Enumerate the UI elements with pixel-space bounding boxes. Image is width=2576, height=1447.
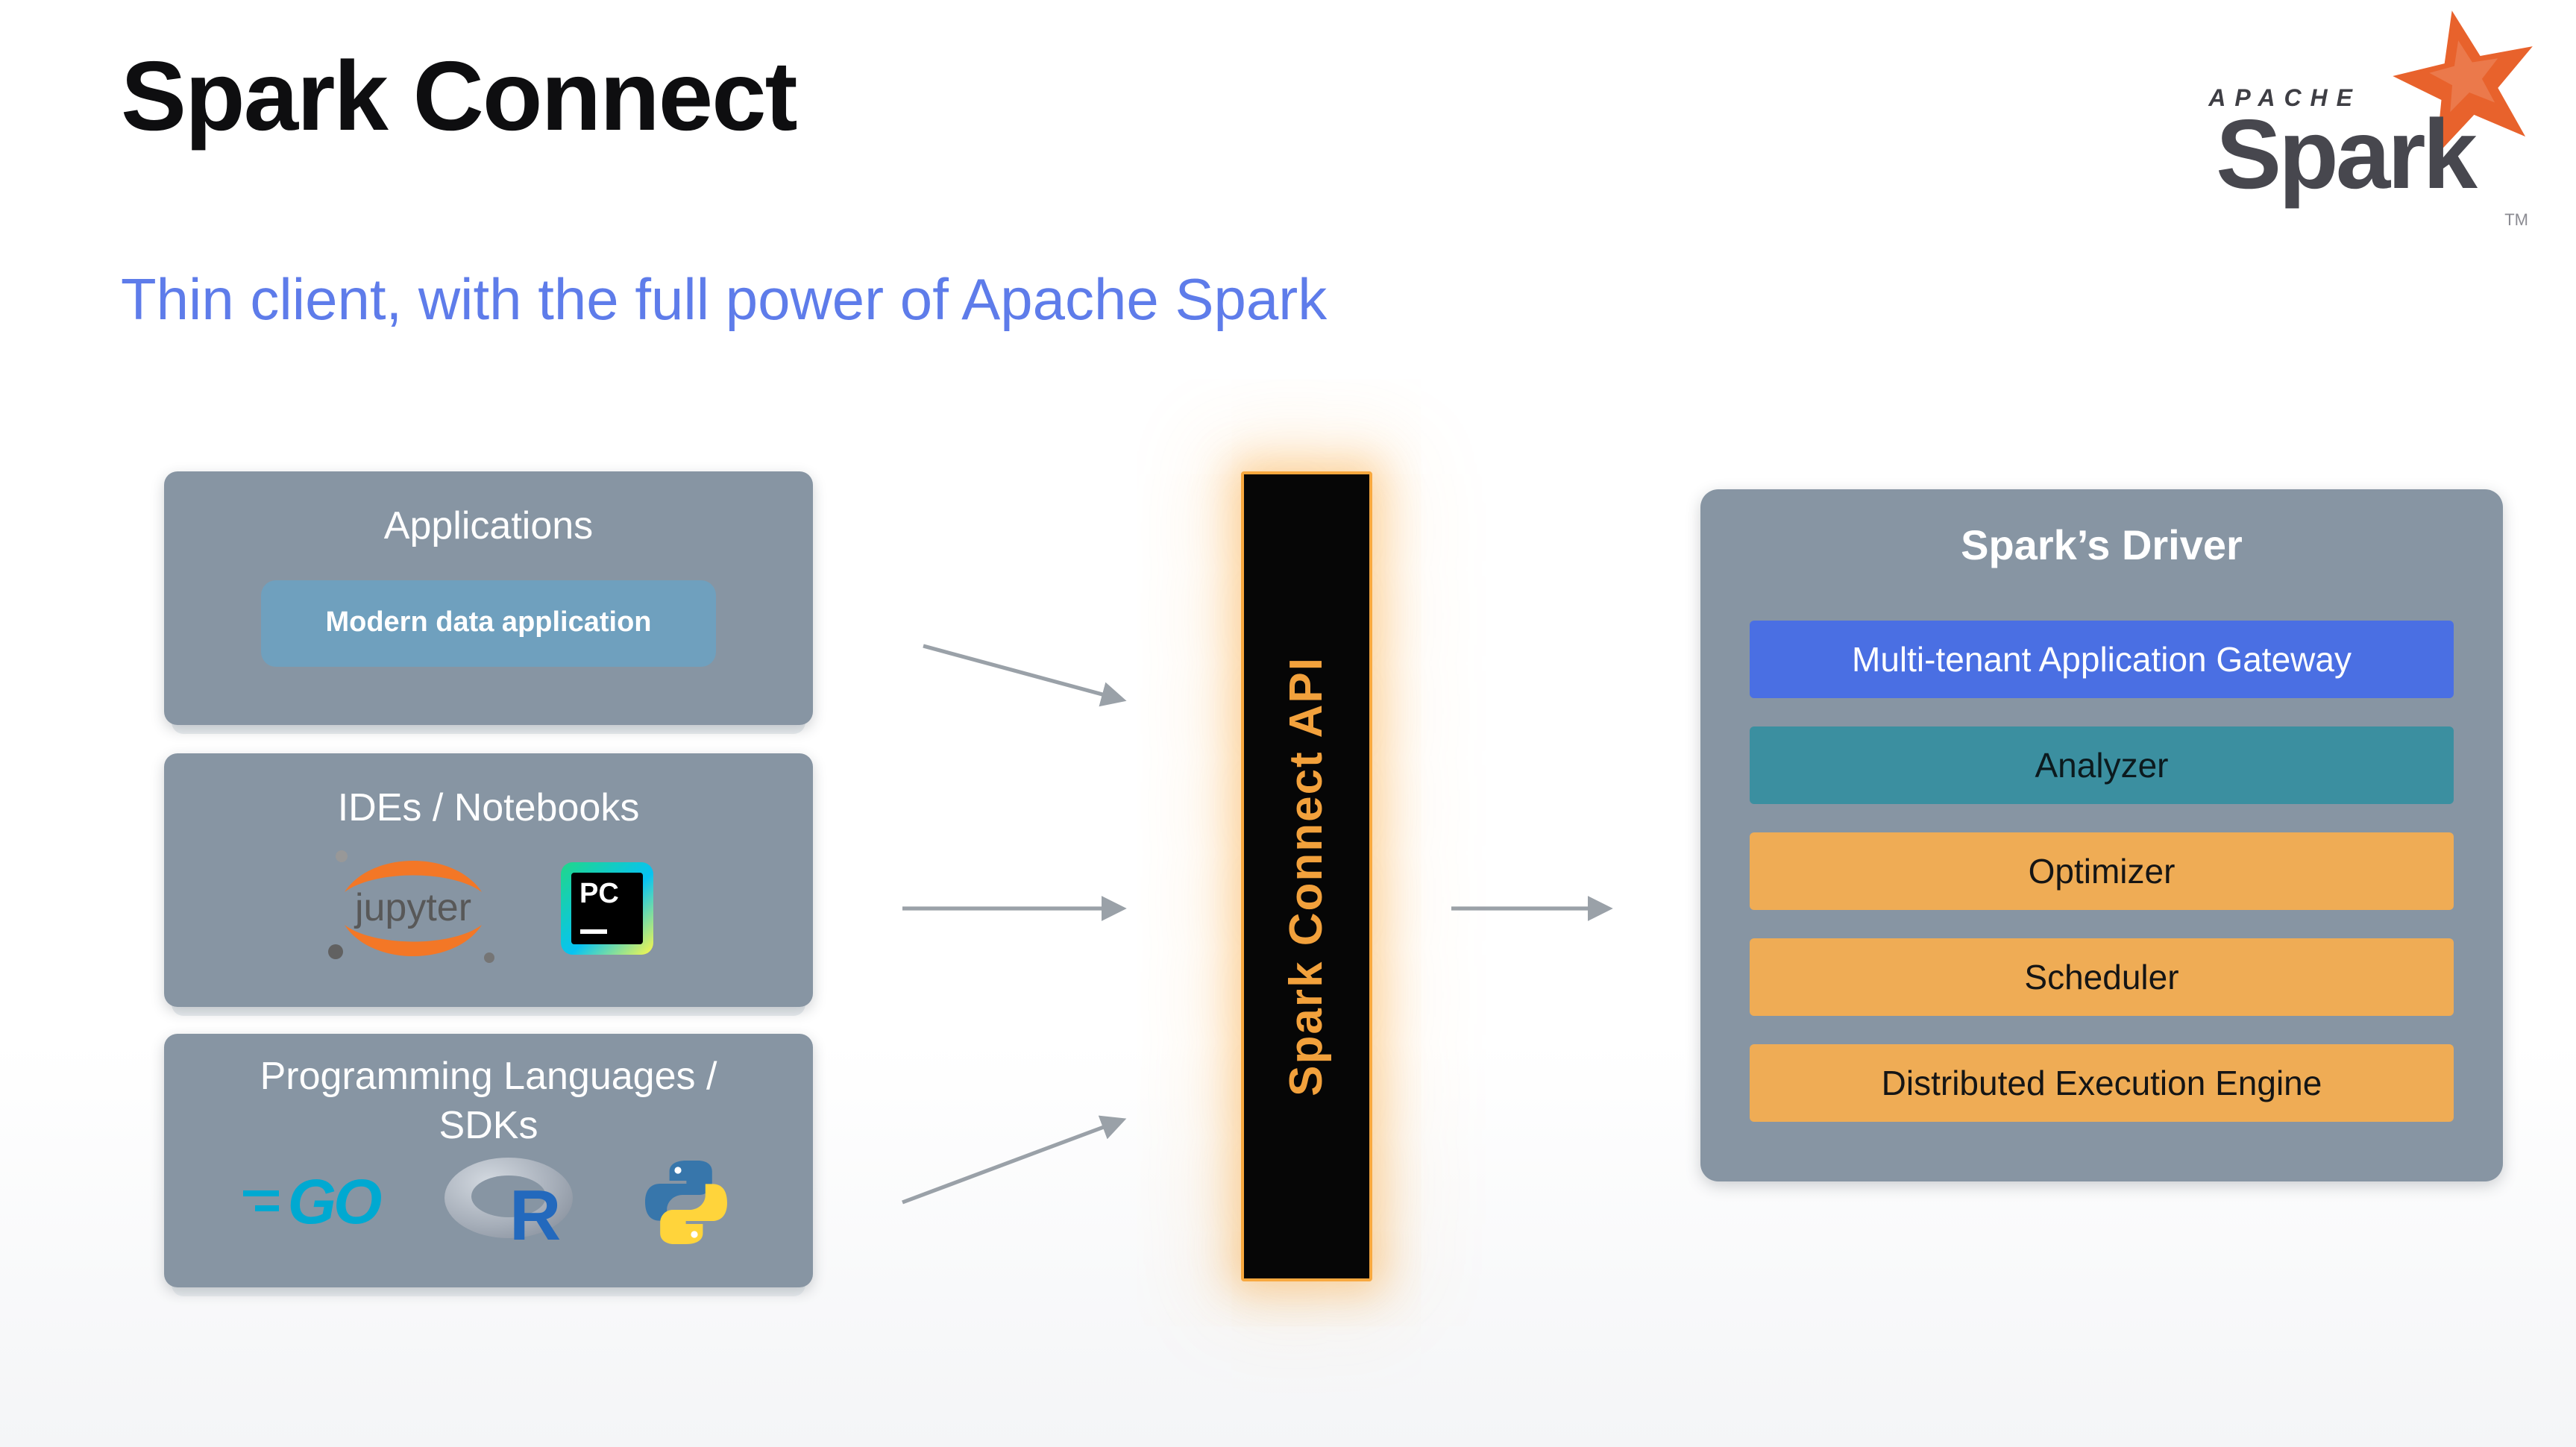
panel-languages-title: Programming Languages / SDKs [260, 1053, 717, 1146]
panel-applications-title: Applications [383, 503, 594, 547]
spark-driver-title: Spark’s Driver [1961, 522, 2243, 568]
pycharm-underscore [579, 929, 606, 933]
jupyter-label: jupyter [353, 885, 471, 929]
page-title: Spark Connect [121, 40, 798, 151]
jupyter-logo: jupyter [327, 850, 494, 962]
spark-star-icon [2393, 10, 2533, 156]
trademark-label: TM [2504, 212, 2528, 230]
r-logo: R [444, 1155, 574, 1256]
panel-applications: Applications Modern data application [164, 471, 813, 734]
driver-bar-gateway: Multi-tenant Application Gateway [1750, 621, 2454, 698]
r-logo-hole [471, 1176, 547, 1217]
languages-logo-row: GO R [242, 1155, 735, 1256]
arrow-languages-to-api [902, 1115, 1127, 1205]
ides-logo-row: jupyter PC [324, 844, 653, 972]
panel-programming-languages: Programming Languages / SDKs GO R [164, 1034, 813, 1296]
driver-bar-optimizer: Optimizer [1750, 832, 2454, 910]
pycharm-label: PC [579, 878, 619, 909]
pycharm-logo: PC [560, 861, 653, 954]
spark-driver-panel: Spark’s Driver Multi-tenant Application … [1700, 489, 2503, 1181]
arrow-applications-to-api [923, 644, 1127, 707]
panel-ides-notebooks: IDEs / Notebooks jupyter PC [164, 753, 813, 1016]
spark-connect-api-label: Spark Connect API [1280, 656, 1332, 1096]
panel-ides-title: IDEs / Notebooks [337, 785, 640, 829]
apache-spark-logo: APACHE Spark TM [2042, 10, 2534, 242]
slide-subtitle: Thin client, with the full power of Apac… [121, 269, 1328, 333]
r-logo-letter: R [509, 1177, 562, 1256]
go-logo: GO [242, 1170, 382, 1234]
pycharm-logo-inner: PC [571, 872, 642, 944]
python-logo [645, 1161, 728, 1244]
apache-wordmark: APACHE [2208, 87, 2361, 112]
spark-connect-api-bar: Spark Connect API [1241, 471, 1372, 1281]
driver-bar-execution-engine: Distributed Execution Engine [1750, 1044, 2454, 1122]
driver-bar-scheduler: Scheduler [1750, 938, 2454, 1016]
modern-data-application-chip: Modern data application [261, 580, 716, 666]
spark-wordmark: Spark [2216, 98, 2478, 209]
driver-bar-analyzer: Analyzer [1750, 726, 2454, 804]
driver-layer-list: Multi-tenant Application Gateway Analyze… [1750, 621, 2454, 1122]
